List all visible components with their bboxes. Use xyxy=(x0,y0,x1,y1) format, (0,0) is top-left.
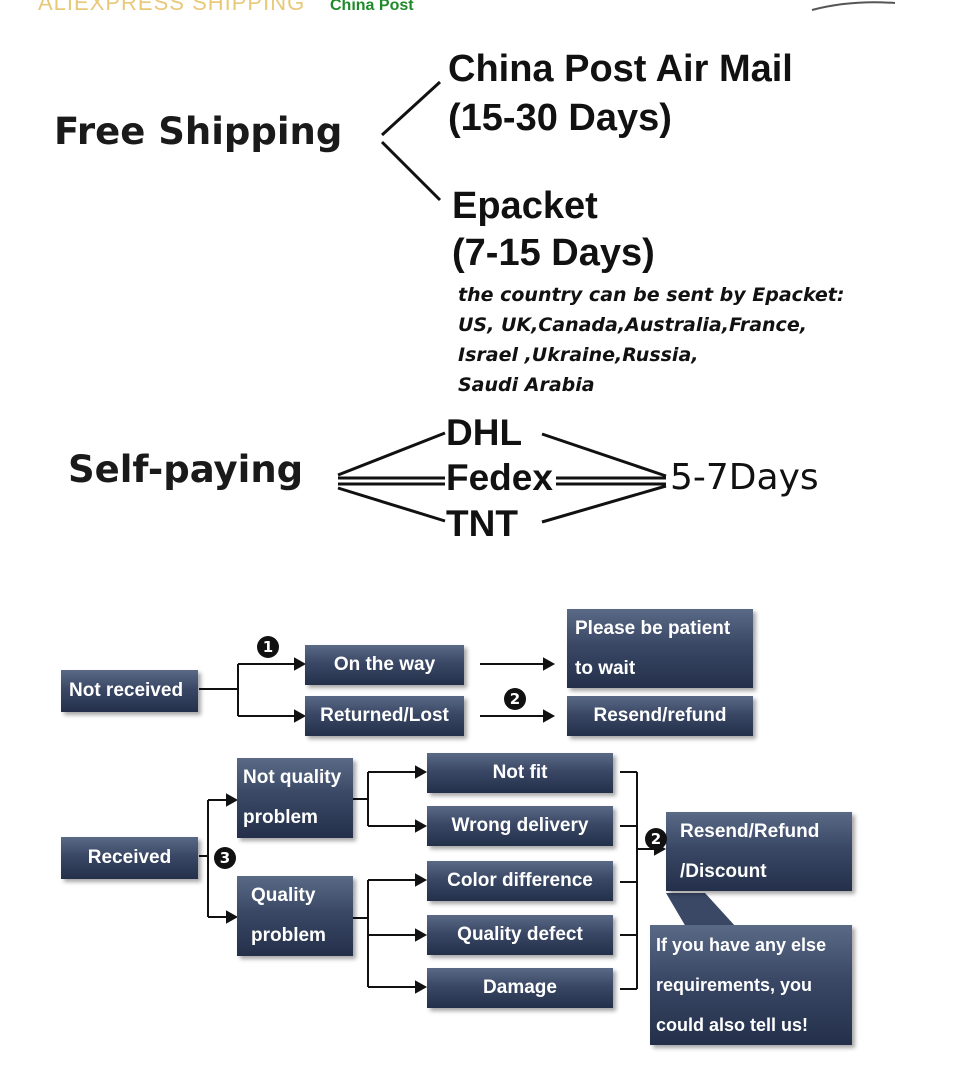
carrier-dhl: DHL xyxy=(446,412,523,453)
not-received-box: Not received xyxy=(61,670,198,712)
quality-problem-box: Quality problem xyxy=(237,876,353,956)
epacket-note-1: the country can be sent by Epacket: xyxy=(458,284,845,306)
free-shipping-label: Free Shipping xyxy=(54,110,343,153)
step-badge-1: 1 xyxy=(257,636,279,658)
resend-discount-line-1: Resend/Refund xyxy=(680,820,820,842)
not-quality-problem-box: Not quality problem xyxy=(237,758,353,838)
returned-lost-box: Returned/Lost xyxy=(305,696,464,736)
watermark-title: ALIEXPRESS SHIPPING xyxy=(38,0,306,15)
step-badge-3: 3 xyxy=(214,847,236,869)
tnt-to-days xyxy=(541,484,667,524)
not-quality-line-1: Not quality xyxy=(243,767,342,788)
self-paying-label: Self-paying xyxy=(68,448,304,491)
quality-line-2: problem xyxy=(251,925,326,946)
wrong-delivery-box: Wrong delivery xyxy=(427,806,613,846)
carrier-tnt: TNT xyxy=(446,503,518,544)
epacket-note-2: US, UK,Canada,Australia,France, xyxy=(458,314,807,336)
carrier-fedex: Fedex xyxy=(446,457,553,498)
resend-refund-discount-box: Resend/Refund /Discount xyxy=(666,812,852,891)
not-fit-box: Not fit xyxy=(427,753,613,793)
patient-line-2: to wait xyxy=(575,657,636,679)
epacket-note-3: Israel ,Ukraine,Russia, xyxy=(458,344,699,366)
step-badge-2-right: 2 xyxy=(645,828,667,850)
free-shipping-branch-up xyxy=(380,80,442,137)
requirements-line-1: If you have any else xyxy=(656,935,827,955)
china-post-label: China Post xyxy=(330,0,414,14)
epacket-days: (7-15 Days) xyxy=(452,232,655,274)
requirements-line-2: requirements, you xyxy=(656,975,813,995)
quality-defect-box: Quality defect xyxy=(427,915,613,955)
free-shipping-branch-down xyxy=(380,140,442,202)
corner-swoosh xyxy=(811,1,896,11)
airmail-title: China Post Air Mail xyxy=(448,48,793,90)
received-box: Received xyxy=(61,837,198,879)
airmail-days: (15-30 Days) xyxy=(448,97,672,139)
epacket-note-4: Saudi Arabia xyxy=(458,374,595,396)
not-quality-line-2: problem xyxy=(243,807,318,828)
patient-line-1: Please be patient xyxy=(575,617,731,639)
requirements-bubble: If you have any else requirements, you c… xyxy=(650,925,852,1045)
self-paying-to-dhl xyxy=(337,431,446,477)
resend-refund-box: Resend/refund xyxy=(567,696,753,736)
express-days: 5-7Days xyxy=(670,457,819,498)
step-badge-2-top: 2 xyxy=(504,688,526,710)
epacket-title: Epacket xyxy=(452,185,598,227)
bubble-pointer xyxy=(666,893,736,927)
color-difference-box: Color difference xyxy=(427,861,613,901)
please-be-patient-box: Please be patient to wait xyxy=(567,609,753,688)
self-paying-to-tnt xyxy=(337,486,446,523)
on-the-way-box: On the way xyxy=(305,645,464,685)
requirements-line-3: could also tell us! xyxy=(656,1015,809,1035)
quality-line-1: Quality xyxy=(251,885,316,906)
dhl-to-days xyxy=(541,432,667,478)
damage-box: Damage xyxy=(427,968,613,1008)
resend-discount-line-2: /Discount xyxy=(680,860,767,882)
